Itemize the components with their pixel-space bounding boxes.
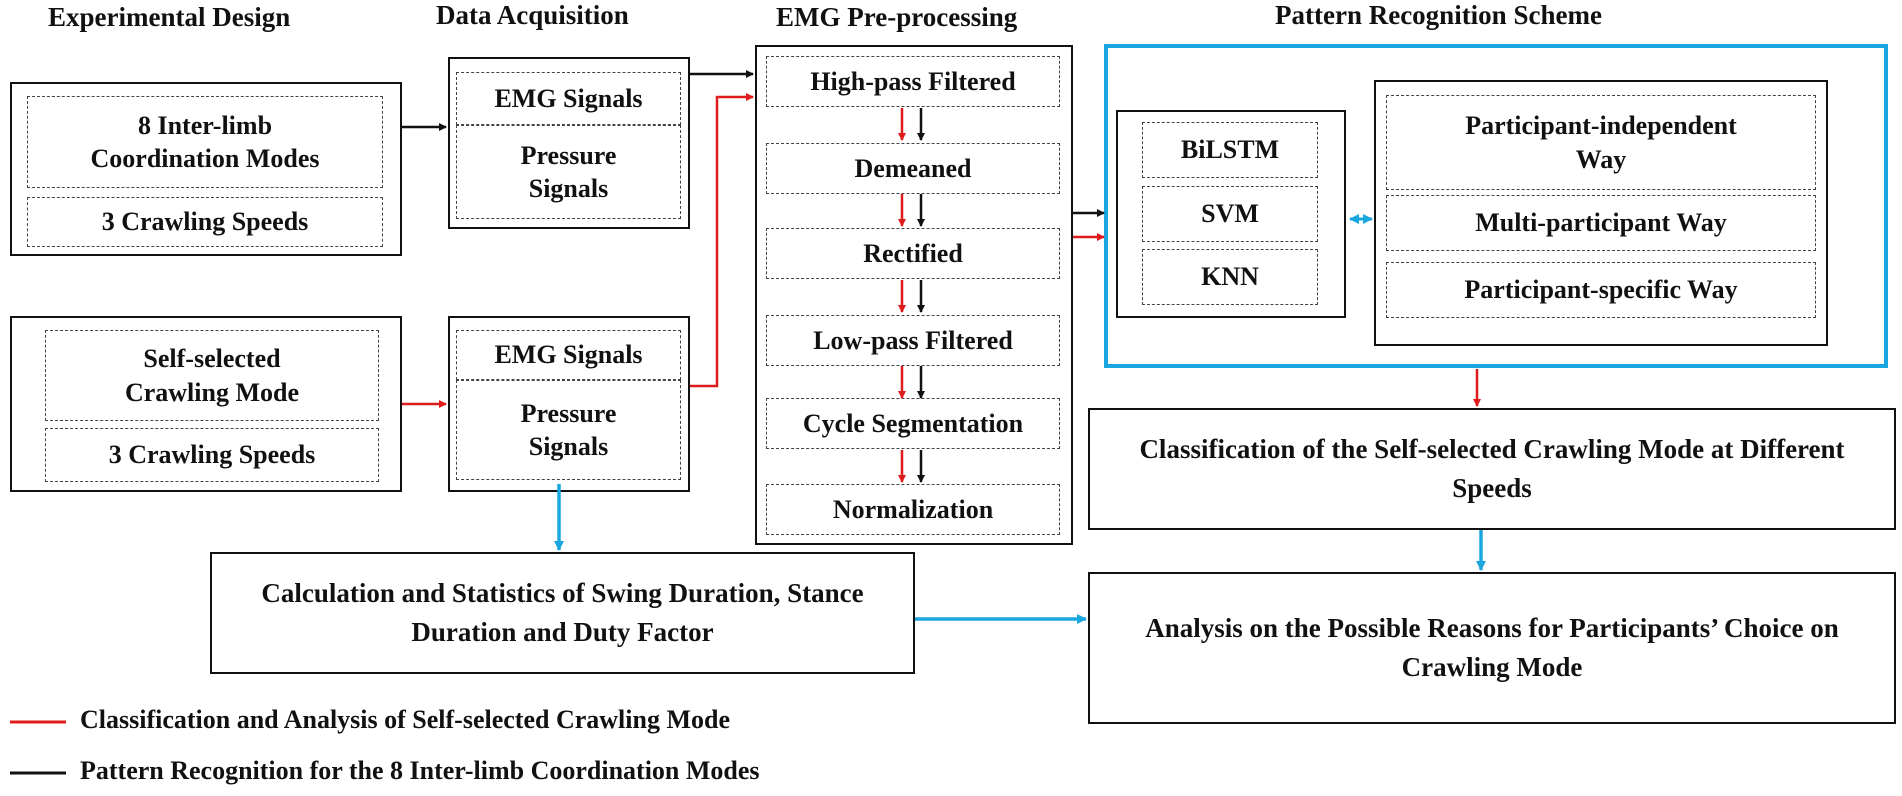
legend-black-label: Pattern Recognition for the 8 Inter-limb…: [80, 756, 760, 785]
step-rectified: Rectified: [766, 228, 1060, 279]
schemes-group: Participant-independent Way Multi-partic…: [1374, 80, 1828, 346]
classifier-knn: KNN: [1142, 249, 1318, 305]
emg-signals-box-1: EMG Signals: [456, 72, 681, 125]
header-emg-preprocessing: EMG Pre-processing: [776, 2, 1018, 32]
scheme-multi-participant: Multi-participant Way: [1386, 195, 1816, 251]
step-high-pass-filtered: High-pass Filtered: [766, 56, 1060, 107]
pattern-recognition-frame: [1104, 44, 1888, 368]
emg-signals-box-2: EMG Signals: [456, 330, 681, 380]
pressure-signals-box-2: Pressure Signals: [456, 380, 681, 480]
step-normalization: Normalization: [766, 484, 1060, 535]
experimental-group-1: 8 Inter-limb Coordination Modes 3 Crawli…: [10, 82, 402, 256]
classification-result-box: Classification of the Self-selected Craw…: [1088, 408, 1896, 530]
classifier-bilstm: BiLSTM: [1142, 122, 1318, 178]
arrow-emg2-to-preprocessing: [690, 93, 754, 388]
legend-red-label: Classification and Analysis of Self-sele…: [80, 705, 730, 734]
pressure-signals-box-1: Pressure Signals: [456, 125, 681, 219]
experimental-group-2: Self-selected Crawling Mode 3 Crawling S…: [10, 316, 402, 492]
inter-limb-modes-box: 8 Inter-limb Coordination Modes: [27, 96, 383, 188]
header-experimental-design: Experimental Design: [48, 2, 291, 32]
step-cycle-segmentation: Cycle Segmentation: [766, 398, 1060, 449]
crawling-speeds-box-2: 3 Crawling Speeds: [45, 428, 379, 482]
header-pattern-recognition: Pattern Recognition Scheme: [1275, 0, 1602, 30]
classifiers-group: BiLSTM SVM KNN: [1116, 110, 1346, 318]
step-low-pass-filtered: Low-pass Filtered: [766, 315, 1060, 366]
gait-statistics-box: Calculation and Statistics of Swing Dura…: [210, 552, 915, 674]
data-acquisition-group-1: EMG Signals Pressure Signals: [448, 57, 690, 229]
self-selected-mode-box: Self-selected Crawling Mode: [45, 330, 379, 421]
analysis-box: Analysis on the Possible Reasons for Par…: [1088, 572, 1896, 724]
header-data-acquisition: Data Acquisition: [436, 0, 629, 30]
scheme-participant-specific: Participant-specific Way: [1386, 262, 1816, 318]
scheme-participant-independent: Participant-independent Way: [1386, 95, 1816, 190]
step-demeaned: Demeaned: [766, 143, 1060, 194]
crawling-speeds-box-1: 3 Crawling Speeds: [27, 197, 383, 247]
emg-preprocessing-pipeline: High-pass Filtered Demeaned Rectified Lo…: [755, 45, 1073, 545]
classifier-svm: SVM: [1142, 186, 1318, 242]
data-acquisition-group-2: EMG Signals Pressure Signals: [448, 316, 690, 492]
